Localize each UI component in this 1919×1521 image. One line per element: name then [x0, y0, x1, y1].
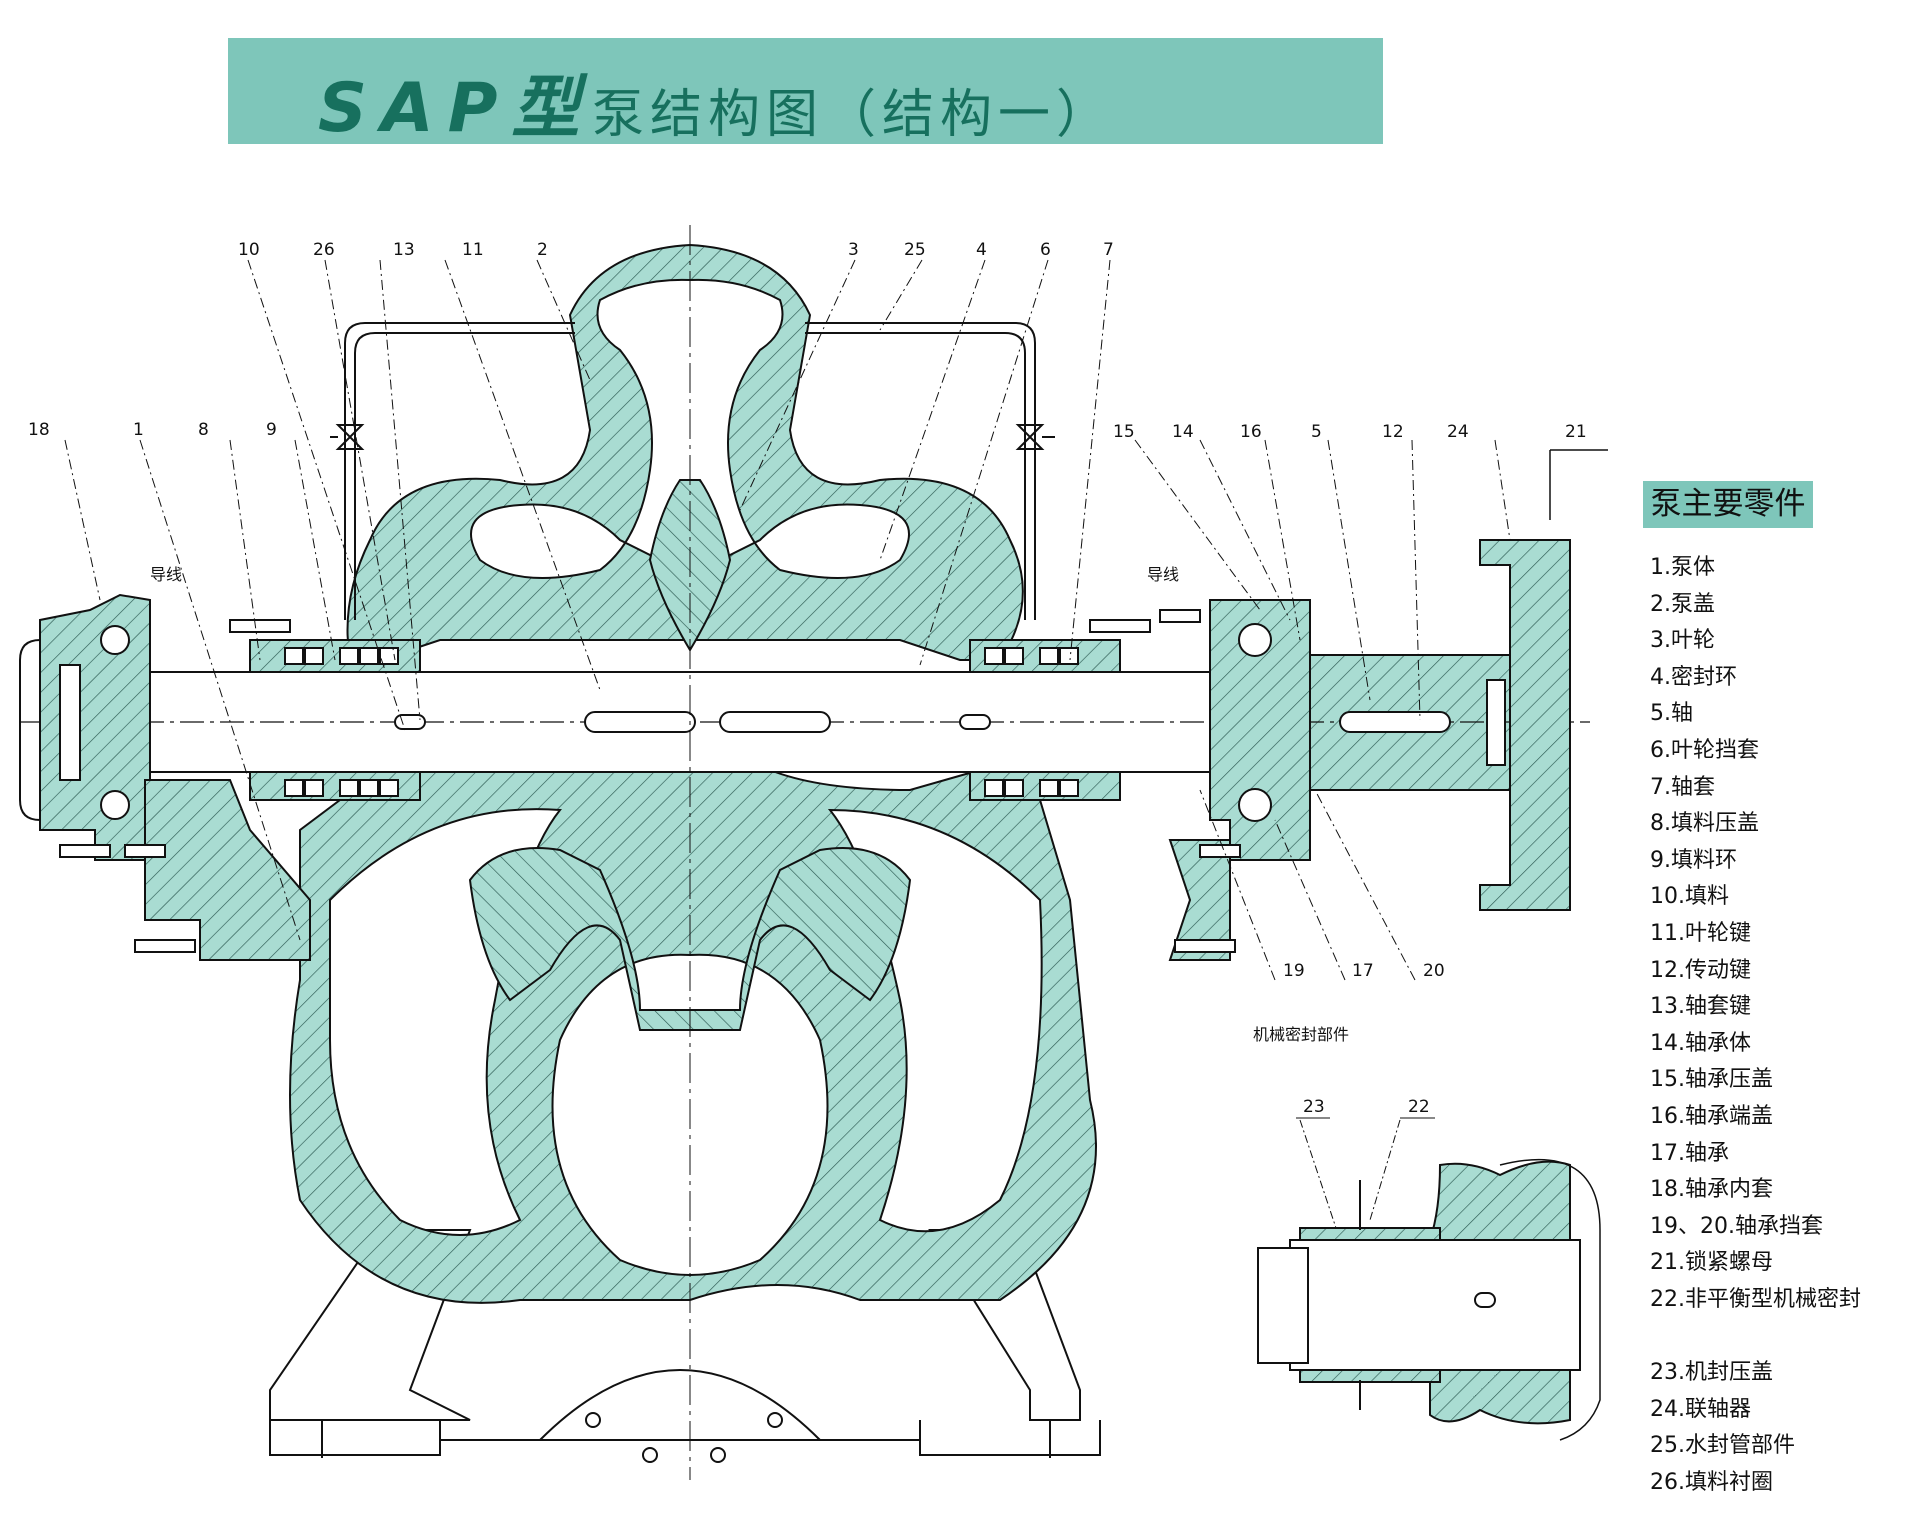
title-sub: 泵结构图（结构一） [592, 85, 1115, 145]
part-item: 19、20.轴承挡套 [1650, 1213, 1823, 1239]
callout-19: 19 [1283, 961, 1305, 981]
lead-wire-label-left: 导线 [150, 565, 182, 584]
mechanical-seal-detail: 机械密封部件 23 22 [1253, 1025, 1601, 1441]
callout-4: 4 [976, 240, 987, 260]
water-seal-pipes [330, 322, 1055, 620]
callout-17: 17 [1352, 961, 1374, 981]
part-item: 25.水封管部件 [1650, 1433, 1795, 1459]
parts-list-header: 泵主要零件 [1643, 481, 1813, 528]
callout-15: 15 [1113, 422, 1135, 442]
callout-10: 10 [238, 240, 260, 260]
part-item: 14.轴承体 [1650, 1030, 1751, 1056]
part-item: 16.轴承端盖 [1650, 1103, 1773, 1129]
callout-leaders [64, 259, 1511, 981]
title-banner [228, 38, 1383, 144]
part-item: 2.泵盖 [1650, 591, 1715, 617]
part-item: 6.叶轮挡套 [1650, 737, 1759, 763]
callout-7: 7 [1103, 240, 1114, 260]
parts-list: 1.泵体 2.泵盖 3.叶轮 4.密封环 5.轴 6.叶轮挡套 7.轴套 8.填… [1650, 550, 1861, 1501]
callouts-bottom: 19 17 20 [1283, 961, 1445, 981]
seal-section-title: 机械密封部件 [1253, 1025, 1349, 1044]
callout-14: 14 [1172, 422, 1194, 442]
part-item: 13.轴套键 [1650, 994, 1751, 1020]
part-item: 17.轴承 [1650, 1140, 1729, 1166]
title-main: SAP型 [318, 69, 594, 148]
part-item: 21.锁紧螺母 [1650, 1250, 1773, 1276]
part-item: 7.轴套 [1650, 774, 1715, 800]
callout-3: 3 [848, 240, 859, 260]
coupling [1479, 449, 1608, 911]
callout-22: 22 [1408, 1097, 1430, 1117]
callout-11: 11 [462, 240, 484, 260]
callout-23: 23 [1303, 1097, 1325, 1117]
callout-25: 25 [904, 240, 926, 260]
part-item: 22.非平衡型机械密封 [1650, 1286, 1861, 1312]
part-item: 9.填料环 [1650, 847, 1737, 873]
part-item: 26.填料衬圈 [1650, 1469, 1773, 1495]
callout-5: 5 [1311, 422, 1322, 442]
callouts-left: 18 1 8 9 [28, 420, 277, 440]
pump-casing-lower [289, 768, 1097, 1304]
callout-8: 8 [198, 420, 209, 440]
callout-26: 26 [313, 240, 335, 260]
pump-feet [269, 1229, 1101, 1463]
callout-13: 13 [393, 240, 415, 260]
part-item: 24.联轴器 [1650, 1396, 1751, 1422]
callout-1: 1 [133, 420, 144, 440]
callouts-top: 10 26 13 11 2 3 25 4 6 7 [238, 240, 1114, 260]
part-item: 15.轴承压盖 [1650, 1067, 1773, 1093]
callout-6: 6 [1040, 240, 1051, 260]
callout-18: 18 [28, 420, 50, 440]
part-item: 11.叶轮键 [1650, 920, 1751, 946]
left-bearing-assembly [19, 593, 421, 961]
callouts-right: 15 14 16 5 12 24 21 [1113, 422, 1587, 442]
part-item: 4.密封环 [1650, 664, 1737, 690]
callout-21: 21 [1565, 422, 1587, 442]
callout-2: 2 [537, 240, 548, 260]
part-item: 5.轴 [1650, 701, 1693, 727]
callout-20: 20 [1423, 961, 1445, 981]
part-item: 18.轴承内套 [1650, 1177, 1773, 1203]
pump-shaft [20, 654, 1590, 791]
part-item: 1.泵体 [1650, 555, 1715, 580]
part-item: 8.填料压盖 [1650, 811, 1759, 837]
pump-casing-upper [346, 243, 1024, 661]
lead-wire-label-right: 导线 [1147, 565, 1179, 584]
part-item: 12.传动键 [1650, 957, 1751, 983]
right-bearing-assembly [969, 599, 1311, 961]
part-item: 10.填料 [1650, 884, 1729, 910]
callout-9: 9 [266, 420, 277, 440]
part-item: 3.叶轮 [1650, 628, 1715, 654]
part-item: 23.机封压盖 [1650, 1360, 1773, 1386]
callout-24: 24 [1447, 422, 1469, 442]
callout-12: 12 [1382, 422, 1404, 442]
callout-16: 16 [1240, 422, 1262, 442]
